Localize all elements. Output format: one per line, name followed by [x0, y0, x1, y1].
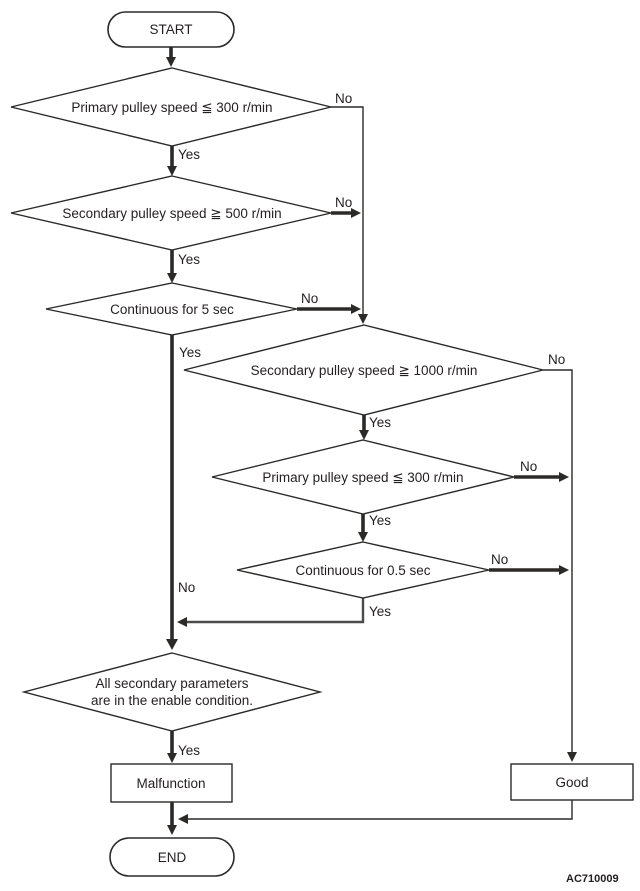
process-shape: [110, 763, 233, 803]
decision-shape: [10, 175, 332, 251]
arrowhead-icon: [351, 208, 361, 218]
decision-label: Secondary pulley speed ≧ 1000 r/min: [251, 363, 478, 378]
node-end: END: [109, 837, 235, 877]
connector-line: [188, 800, 573, 820]
node-start: START: [107, 11, 235, 48]
node-decision-primary-speed-300: Primary pulley speed ≦ 300 r/min: [10, 67, 332, 147]
edge-d1-no: [331, 106, 368, 324]
edge-d4-yes: [359, 415, 369, 440]
edge-label-d1-yes: Yes: [178, 147, 200, 162]
node-decision-secondary-speed-500: Secondary pulley speed ≧ 500 r/min: [10, 175, 332, 251]
malfunction-label: Malfunction: [136, 776, 205, 791]
good-label: Good: [555, 775, 588, 790]
arrowhead-icon: [167, 753, 177, 763]
edge-d6-no: [489, 565, 569, 575]
node-decision-continuous-5sec: Continuous for 5 sec: [45, 282, 298, 336]
node-decision-secondary-speed-1000: Secondary pulley speed ≧ 1000 r/min: [183, 324, 544, 416]
arrowhead-icon: [358, 532, 368, 542]
edge-label-d4-yes: Yes: [369, 415, 391, 430]
edge-d3-yes: [166, 335, 178, 650]
arrowhead-icon: [567, 752, 577, 762]
arrowhead-icon: [559, 565, 569, 575]
arrowhead-icon: [167, 273, 177, 283]
arrowhead-icon: [178, 814, 188, 824]
edge-label-d4-no: No: [548, 352, 565, 367]
edge-label-d3-yes: Yes: [179, 345, 201, 360]
decision-label: Continuous for 0.5 sec: [295, 563, 430, 578]
connector-line: [331, 106, 364, 316]
arrowhead-icon: [359, 430, 369, 440]
edge-good-end: [178, 800, 573, 824]
figure-code: AC710009: [566, 873, 619, 885]
edge-d6-yes: [177, 598, 365, 627]
decision-shape: [45, 282, 298, 336]
start-terminator-shape: [107, 11, 235, 48]
node-malfunction: Malfunction: [110, 763, 233, 803]
connector-line: [187, 598, 365, 624]
edge-d1-yes: [167, 146, 177, 176]
decision-label: Primary pulley speed ≦ 300 r/min: [71, 100, 272, 115]
edge-d5-no: [514, 472, 569, 482]
decision-label: Secondary pulley speed ≧ 500 r/min: [62, 206, 281, 221]
decision-shape: [21, 652, 323, 732]
arrowhead-icon: [177, 617, 187, 627]
edge-label-d1-no: No: [335, 91, 352, 106]
edge-label-d5-yes: Yes: [369, 513, 391, 528]
start-label: START: [149, 22, 192, 37]
edge-d5-yes: [358, 514, 368, 542]
connector-line: [543, 369, 573, 753]
arrowhead-icon: [358, 314, 368, 324]
node-decision-continuous-05sec: Continuous for 0.5 sec: [236, 541, 490, 599]
decision-label-line1: All secondary parameters: [95, 676, 248, 691]
decision-label: Primary pulley speed ≦ 300 r/min: [262, 470, 463, 485]
arrowhead-icon: [166, 57, 176, 67]
decision-label-line2: are in the enable condition.: [91, 693, 253, 708]
edge-d2-yes: [167, 250, 177, 283]
edge-label-left-line-no: No: [178, 580, 195, 595]
decision-shape: [211, 439, 515, 515]
arrowhead-icon: [167, 825, 177, 835]
edge-d4-no: [543, 369, 577, 762]
node-decision-primary-speed-300-recheck: Primary pulley speed ≦ 300 r/min: [211, 439, 515, 515]
edge-label-d2-no: No: [335, 195, 352, 210]
edge-label-d6-no: No: [491, 552, 508, 567]
edge-d7-yes: [167, 731, 177, 763]
edge-label-d6-yes: Yes: [369, 604, 391, 619]
arrowhead-icon: [166, 639, 178, 650]
decision-shape: [10, 67, 332, 147]
decision-label: Continuous for 5 sec: [110, 302, 234, 317]
edge-d2-no: [331, 208, 361, 218]
edge-d3-no: [297, 304, 361, 314]
edge-malfunction-end: [167, 802, 177, 835]
end-label: END: [158, 850, 187, 865]
arrowhead-icon: [167, 166, 177, 176]
decision-shape: [236, 541, 490, 599]
arrowhead-icon: [559, 472, 569, 482]
edge-start-d1: [166, 47, 176, 67]
edge-label-d5-no: No: [520, 459, 537, 474]
process-shape: [510, 763, 634, 801]
edge-label-d2-yes: Yes: [178, 252, 200, 267]
decision-shape: [183, 324, 544, 416]
end-terminator-shape: [109, 837, 235, 877]
node-decision-enable-condition: All secondary parameters are in the enab…: [21, 652, 323, 732]
arrowhead-icon: [351, 304, 361, 314]
edge-label-d3-no: No: [301, 291, 318, 306]
edge-label-d7-yes: Yes: [178, 743, 200, 758]
node-good: Good: [510, 763, 634, 801]
